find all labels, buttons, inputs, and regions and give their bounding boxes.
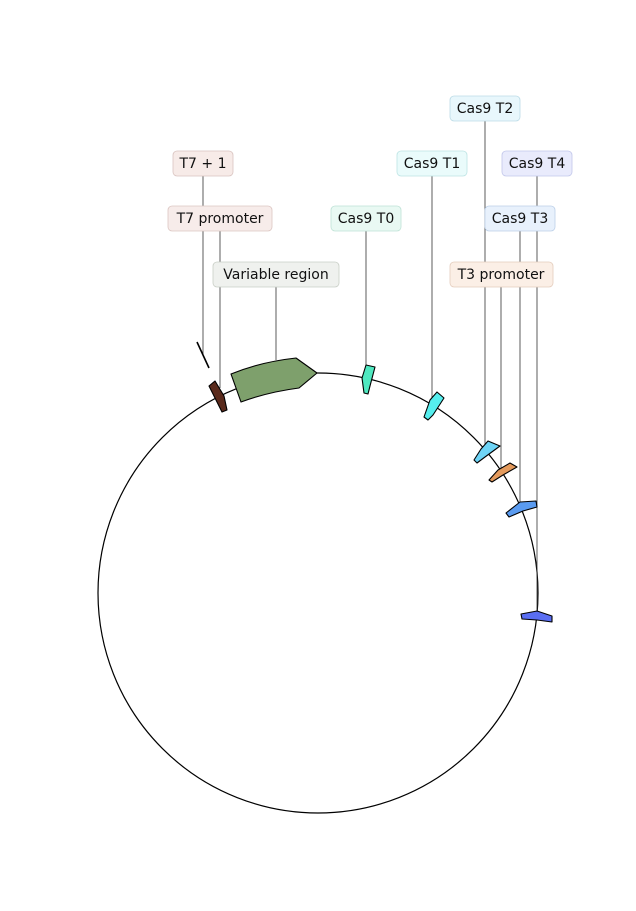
feature-cas9-t0 — [361, 364, 376, 395]
label-box-t3-promoter — [449, 261, 554, 288]
label-text-t7-plus-1: T7 + 1 — [179, 156, 227, 172]
label-cas9-t0: Cas9 T0 — [330, 205, 402, 232]
feature-cas9-t1 — [423, 391, 445, 421]
features — [196, 341, 553, 623]
label-cas9-t2: Cas9 T2 — [449, 95, 521, 122]
label-box-t7-plus-1 — [172, 150, 234, 177]
label-box-cas9-t3 — [484, 205, 556, 232]
label-box-cas9-t0 — [330, 205, 402, 232]
label-box-t7-promoter — [167, 205, 273, 232]
feature-variable-region — [230, 357, 318, 403]
label-t7-plus-1: T7 + 1 — [172, 150, 234, 177]
label-text-cas9-t1: Cas9 T1 — [404, 156, 460, 172]
feature-t7-plus-1 — [196, 341, 210, 369]
label-box-variable-region — [212, 261, 340, 288]
label-text-cas9-t2: Cas9 T2 — [457, 101, 513, 117]
label-box-cas9-t2 — [449, 95, 521, 122]
label-text-t7-promoter: T7 promoter — [176, 211, 264, 227]
label-text-cas9-t4: Cas9 T4 — [509, 156, 566, 172]
label-text-cas9-t3: Cas9 T3 — [492, 211, 548, 227]
label-cas9-t1: Cas9 T1 — [396, 150, 468, 177]
feature-t7-promoter — [208, 380, 228, 413]
label-box-cas9-t4 — [501, 150, 573, 177]
label-t3-promoter: T3 promoter — [449, 261, 554, 288]
label-text-t3-promoter: T3 promoter — [457, 267, 545, 283]
feature-cas9-t2 — [473, 440, 501, 464]
label-variable-region: Variable region — [212, 261, 340, 288]
label-cas9-t3: Cas9 T3 — [484, 205, 556, 232]
feature-t3-promoter — [488, 462, 518, 483]
label-cas9-t4: Cas9 T4 — [501, 150, 573, 177]
labels: T7 + 1 T7 promoter Variable region Cas9 … — [167, 95, 573, 288]
label-text-variable-region: Variable region — [223, 267, 328, 283]
feature-cas9-t4 — [520, 610, 553, 623]
label-text-cas9-t0: Cas9 T0 — [338, 211, 394, 227]
label-box-cas9-t1 — [396, 150, 468, 177]
feature-cas9-t3 — [505, 500, 538, 518]
plasmid-backbone — [97, 372, 539, 814]
label-t7-promoter: T7 promoter — [167, 205, 273, 232]
